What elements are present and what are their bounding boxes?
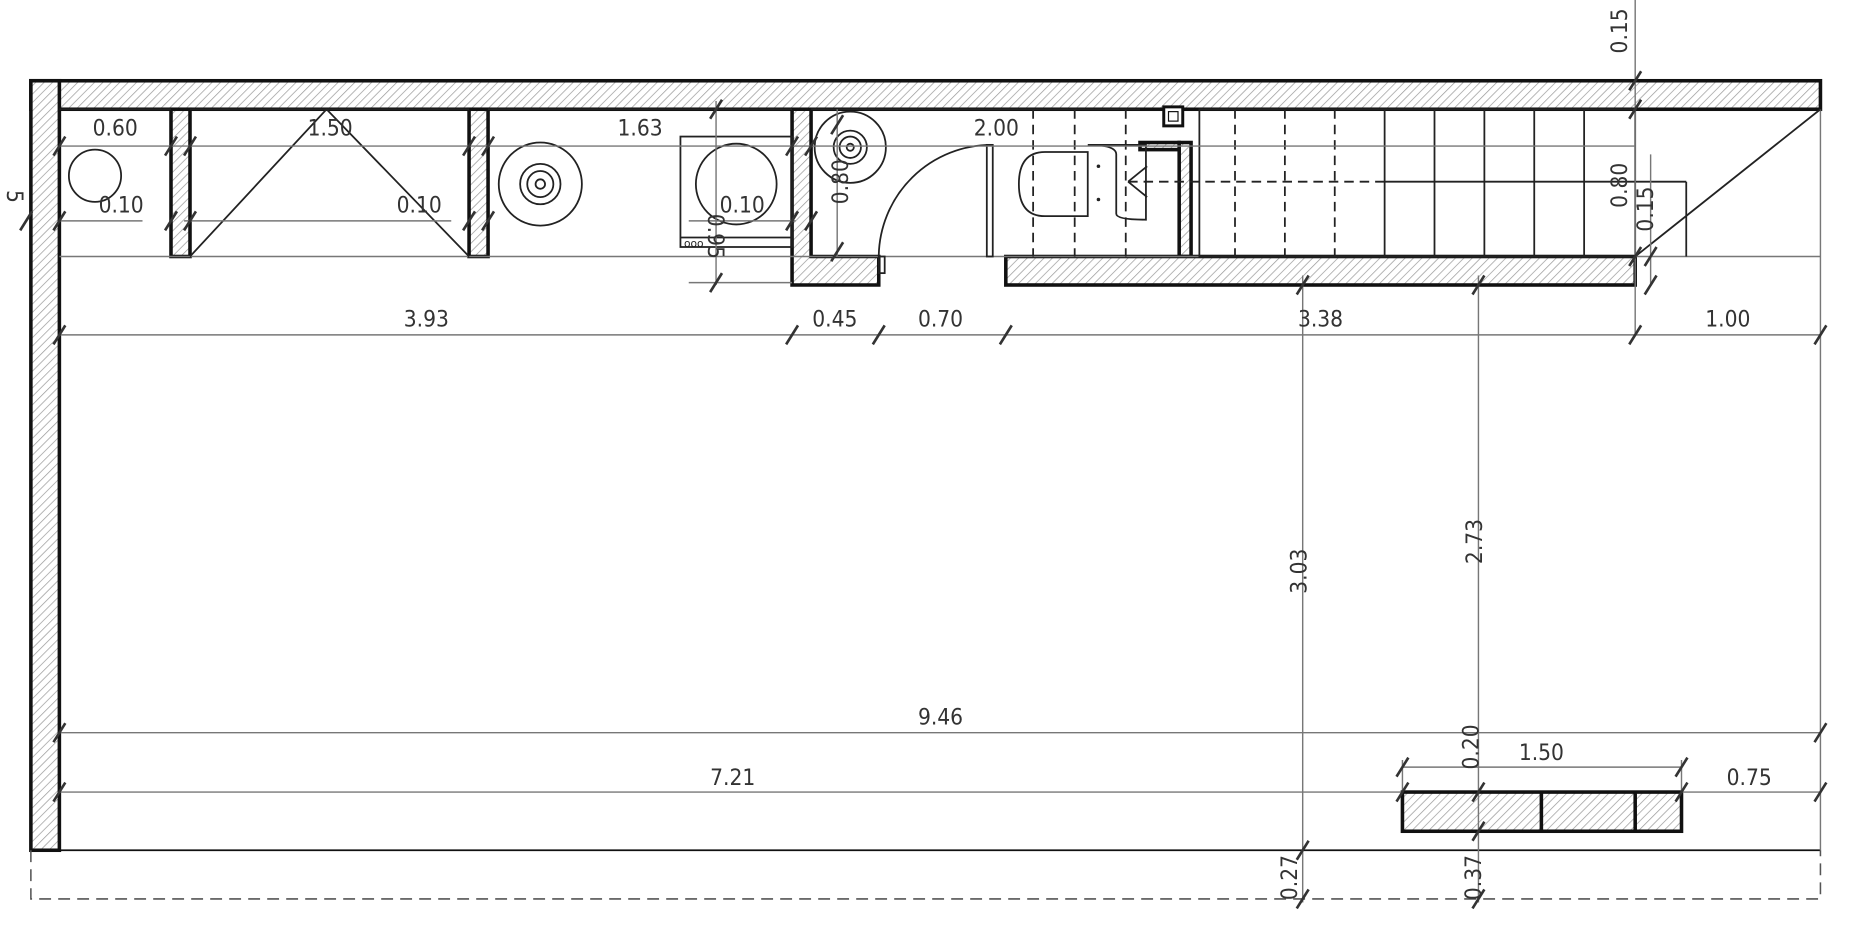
stair-arrow-icon	[1127, 165, 1148, 198]
dim-label: 0.75	[1727, 765, 1772, 791]
dim-label: 3.38	[1298, 307, 1343, 333]
dim-label: 0.70	[918, 307, 963, 333]
dimension-tick	[1295, 840, 1310, 861]
slab	[1400, 790, 1684, 834]
dimension-tick	[182, 210, 198, 232]
left-wall	[29, 78, 62, 853]
dimension-tick	[830, 241, 845, 262]
dim-label: 0.95	[702, 214, 728, 259]
dimension-tick	[1674, 781, 1689, 803]
dimension-tick	[481, 135, 496, 157]
washing-machine-icon: ooo	[679, 135, 793, 250]
dimension-tick	[709, 99, 724, 120]
dimension-tick	[1471, 888, 1486, 910]
dashed-boundary	[30, 850, 1822, 900]
dim-label: 0.10	[720, 193, 765, 219]
washbasin-icon	[813, 110, 887, 184]
dimension-tick	[785, 135, 800, 157]
dim-label: 0.10	[99, 193, 144, 219]
closet-cross-lines	[189, 107, 470, 258]
dim-label: 0.20	[1458, 724, 1484, 769]
shaft-box	[1162, 105, 1185, 128]
dimension-tick	[52, 324, 67, 346]
dimension-tick	[804, 210, 819, 232]
dimension-tick	[19, 210, 34, 232]
dimension-tick	[481, 210, 496, 232]
round-fixture	[67, 148, 123, 203]
dim-label: 0.45	[812, 307, 857, 333]
dimension-tick	[1628, 324, 1643, 346]
dimension-tick	[785, 324, 800, 346]
dimension-tick	[1813, 722, 1828, 743]
dimension-tick	[1643, 274, 1658, 296]
dimension-tick	[1628, 70, 1643, 91]
dimension-tick	[52, 781, 67, 803]
dim-label: 0.15	[1633, 186, 1659, 231]
dimension-tick	[709, 272, 724, 293]
partition-wall-2	[467, 107, 490, 259]
room-outlines	[30, 108, 1822, 900]
dimension-tick	[1395, 781, 1410, 803]
wc-side-wall	[1177, 140, 1193, 259]
dimension-tick	[830, 114, 845, 135]
dimension-tick	[163, 135, 179, 157]
dim-label: 0.60	[93, 115, 138, 141]
dimension-tick	[1643, 246, 1658, 267]
sink-icon	[497, 141, 583, 227]
dim-label: 1.50	[308, 115, 353, 141]
dimension-lines	[19, 0, 1828, 910]
top-wall	[29, 78, 1823, 112]
dimension-tick	[1813, 781, 1828, 803]
dim-label: 0.15	[1607, 8, 1633, 53]
dimension-tick	[1295, 274, 1310, 296]
dim-label: 0.10	[397, 193, 442, 219]
shaft-box-inner	[1167, 111, 1179, 122]
dimension-tick	[998, 324, 1013, 346]
dim-label: 0.80	[1607, 163, 1633, 208]
dimension-tick	[1471, 781, 1486, 803]
dim-label: 1.63	[618, 115, 663, 141]
partition-wall-1	[169, 107, 192, 259]
staircase	[1032, 108, 1821, 258]
dimension-tick	[785, 210, 800, 232]
dimension-tick	[1813, 324, 1828, 346]
dimension-tick	[1628, 246, 1643, 267]
dimension-tick	[1395, 756, 1410, 778]
dimension-tick	[1471, 821, 1486, 842]
dim-label: 1.00	[1705, 307, 1750, 333]
dimension-tick	[52, 210, 67, 232]
dim-label: 2.73	[1462, 519, 1488, 564]
walls	[29, 78, 1823, 853]
dimension-tick	[462, 210, 477, 232]
dim-label: 3.03	[1286, 549, 1312, 594]
dimension-tick	[163, 210, 179, 232]
dimension-tick	[1628, 99, 1643, 120]
dimension-tick	[1295, 888, 1310, 910]
door-icon	[877, 143, 994, 275]
dim-label: 0.80	[828, 159, 854, 204]
dimension-tick	[52, 135, 67, 157]
dim-label: 9.46	[918, 704, 963, 730]
dim-label: 5	[1, 190, 27, 203]
dimension-tick	[804, 135, 819, 157]
dimension-tick	[182, 135, 198, 157]
dim-label: 7.21	[710, 765, 755, 791]
stair-bottom-wall	[1004, 254, 1637, 287]
dim-label: 0.37	[1461, 855, 1487, 900]
dimension-tick	[1674, 756, 1689, 778]
dim-label: 1.50	[1519, 740, 1564, 766]
svg-text:ooo: ooo	[684, 237, 704, 250]
dimension-tick	[1471, 274, 1486, 296]
dimension-tick	[462, 135, 477, 157]
dimension-tick	[52, 722, 67, 743]
dim-label: 2.00	[974, 115, 1019, 141]
dimension-tick	[871, 324, 886, 346]
dimension-labels: 0.60 1.50 1.63 2.00 0.10 0.10 0.10 0.95 …	[1, 8, 1772, 900]
fixtures: ooo	[67, 107, 1821, 834]
toilet-icon	[1017, 143, 1147, 221]
dim-label: 0.27	[1277, 855, 1303, 900]
dim-label: 3.93	[404, 307, 449, 333]
